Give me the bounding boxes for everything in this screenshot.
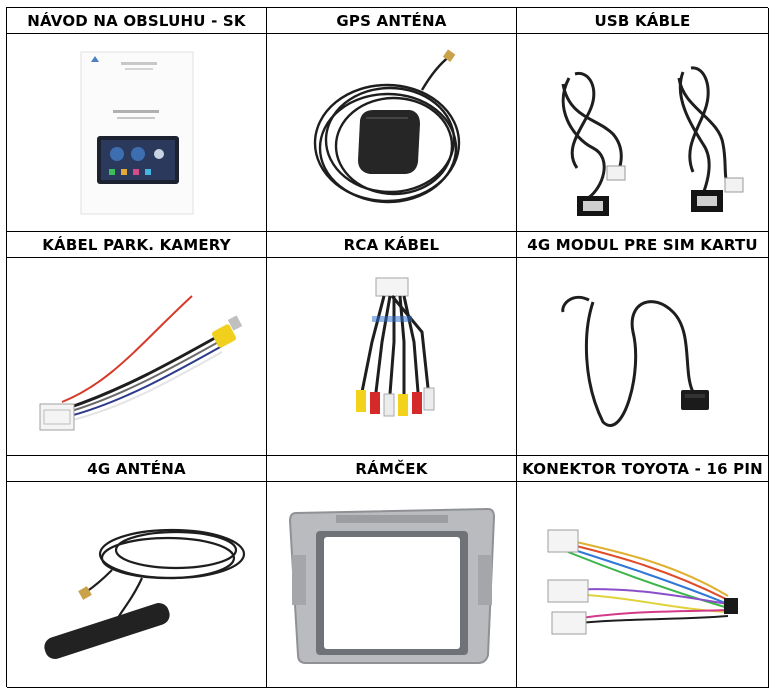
item-title: NÁVOD NA OBSLUHU - SK [7, 8, 267, 34]
item-title: GPS ANTÉNA [267, 8, 517, 34]
item-title: KONEKTOR TOYOTA - 16 PIN [517, 456, 769, 482]
manual-image [7, 34, 267, 232]
rca-cable-image [267, 258, 517, 456]
usb-cables-image [517, 34, 769, 232]
sim-module-image [517, 258, 769, 456]
4g-antenna-image [7, 482, 267, 688]
item-title: KÁBEL PARK. KAMERY [7, 232, 267, 258]
parking-camera-cable-image [7, 258, 267, 456]
item-title: RÁMČEK [267, 456, 517, 482]
item-title: RCA KÁBEL [267, 232, 517, 258]
gps-antenna-image [267, 34, 517, 232]
toyota-connector-image [517, 482, 769, 688]
accessories-table: NÁVOD NA OBSLUHU - SK GPS ANTÉNA USB KÁB… [6, 7, 769, 688]
item-title: 4G ANTÉNA [7, 456, 267, 482]
frame-image [267, 482, 517, 688]
item-title: 4G MODUL PRE SIM KARTU [517, 232, 769, 258]
item-title: USB KÁBLE [517, 8, 769, 34]
